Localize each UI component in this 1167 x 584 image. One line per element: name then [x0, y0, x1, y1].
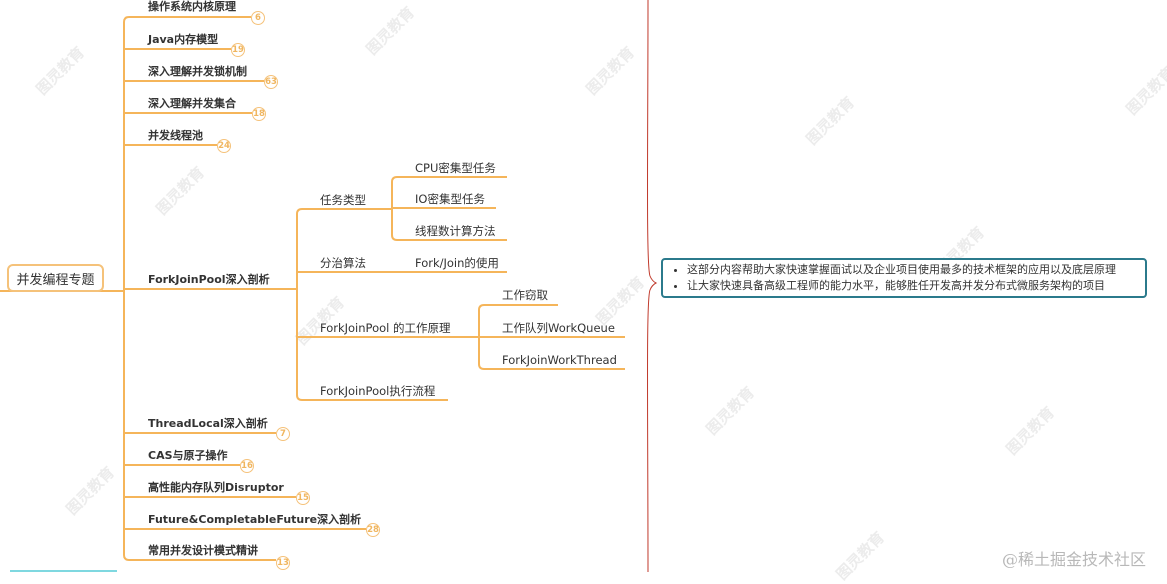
node-forkjoinpool-flow[interactable]: ForkJoinPool执行流程 — [320, 384, 436, 398]
node-fork-join-usage[interactable]: Fork/Join的使用 — [415, 256, 499, 270]
summary-note[interactable]: 这部分内容帮助大家快速掌握面试以及企业项目使用最多的技术框架的应用以及底层原理 … — [661, 258, 1147, 298]
node-io-intensive[interactable]: IO密集型任务 — [415, 192, 485, 206]
count-badge[interactable]: 19 — [231, 43, 245, 57]
count-badge[interactable]: 16 — [240, 459, 254, 473]
branch-cas-atomic[interactable]: CAS与原子操作 — [148, 449, 228, 462]
count-badge[interactable]: 28 — [366, 523, 380, 537]
count-badge[interactable]: 24 — [217, 139, 231, 153]
node-work-stealing[interactable]: 工作窃取 — [502, 288, 548, 302]
root-node-label: 并发编程专题 — [16, 272, 95, 288]
branch-concurrent-collections[interactable]: 深入理解并发集合 — [148, 97, 236, 110]
branch-lock-mechanism[interactable]: 深入理解并发锁机制 — [148, 65, 247, 78]
count-badge[interactable]: 15 — [296, 491, 310, 505]
count-badge[interactable]: 6 — [251, 11, 265, 25]
branch-forkjoinpool[interactable]: ForkJoinPool深入剖析 — [148, 273, 270, 286]
node-divide-conquer[interactable]: 分治算法 — [320, 256, 366, 270]
summary-note-list: 这部分内容帮助大家快速掌握面试以及企业项目使用最多的技术框架的应用以及底层原理 … — [673, 262, 1139, 294]
branch-threadlocal[interactable]: ThreadLocal深入剖析 — [148, 417, 268, 430]
node-task-types[interactable]: 任务类型 — [320, 193, 366, 207]
node-cpu-intensive[interactable]: CPU密集型任务 — [415, 161, 496, 175]
count-badge[interactable]: 18 — [252, 107, 266, 121]
root-node[interactable]: 并发编程专题 — [7, 264, 104, 292]
mindmap-connectors — [0, 0, 658, 572]
node-thread-count-calc[interactable]: 线程数计算方法 — [415, 224, 496, 238]
node-work-queue[interactable]: 工作队列WorkQueue — [502, 321, 615, 335]
count-badge[interactable]: 63 — [264, 75, 278, 89]
count-badge[interactable]: 13 — [276, 556, 290, 570]
branch-java-memory-model[interactable]: Java内存模型 — [148, 33, 219, 46]
node-forkjoin-workthread[interactable]: ForkJoinWorkThread — [502, 353, 617, 367]
branch-os-kernel[interactable]: 操作系统内核原理 — [148, 0, 236, 13]
branch-disruptor[interactable]: 高性能内存队列Disruptor — [148, 481, 284, 494]
count-badge[interactable]: 7 — [276, 427, 290, 441]
credit-watermark: @稀土掘金技术社区 — [1002, 550, 1147, 569]
summary-note-item: 让大家快速具备高级工程师的能力水平，能够胜任开发高并发分布式微服务架构的项目 — [687, 278, 1139, 294]
branch-design-patterns[interactable]: 常用并发设计模式精讲 — [148, 544, 258, 557]
summary-note-item: 这部分内容帮助大家快速掌握面试以及企业项目使用最多的技术框架的应用以及底层原理 — [687, 262, 1139, 278]
branch-completablefuture[interactable]: Future&CompletableFuture深入剖析 — [148, 513, 362, 526]
node-forkjoinpool-principle[interactable]: ForkJoinPool 的工作原理 — [320, 321, 451, 335]
scroll-indicator — [10, 570, 117, 572]
branch-thread-pool[interactable]: 并发线程池 — [148, 129, 203, 142]
